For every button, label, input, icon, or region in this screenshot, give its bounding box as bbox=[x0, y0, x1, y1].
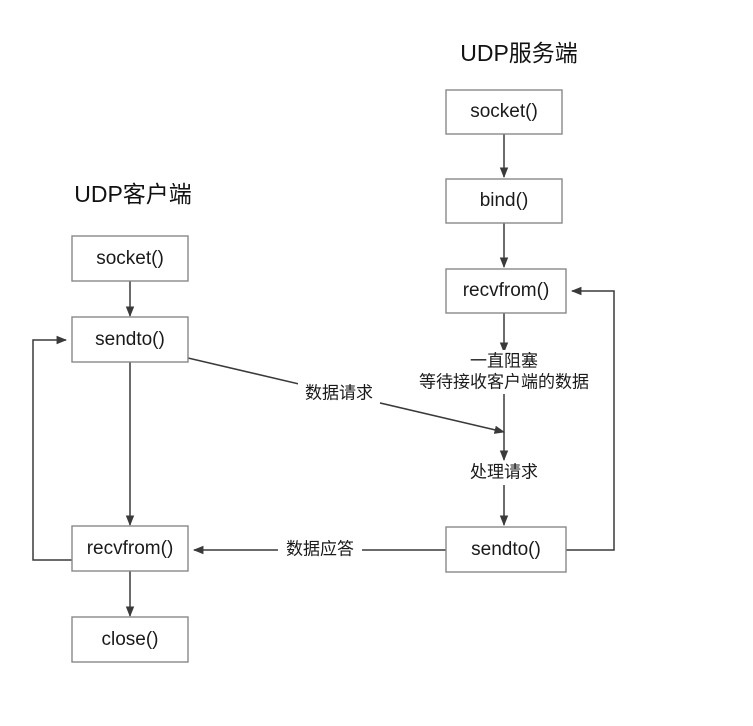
server-node-socket[interactable]: socket() bbox=[445, 89, 563, 135]
server-bind-label: bind() bbox=[480, 190, 529, 211]
edge-server-sendto-loop-to-recvfrom bbox=[566, 286, 615, 551]
data-response-label: 数据应答 bbox=[286, 539, 354, 558]
client-node-recvfrom[interactable]: recvfrom() bbox=[71, 525, 189, 572]
server-recvfrom-label: recvfrom() bbox=[463, 280, 550, 301]
blocking-note-line-2: 等待接收客户端的数据 bbox=[419, 372, 589, 391]
blocking-note-line-1: 一直阻塞 bbox=[470, 351, 538, 370]
process-note-backdrop bbox=[456, 461, 552, 485]
server-node-sendto[interactable]: sendto() bbox=[445, 526, 567, 573]
client-node-socket[interactable]: socket() bbox=[71, 235, 189, 282]
data-response-label-backdrop bbox=[278, 538, 362, 562]
client-socket-label: socket() bbox=[96, 248, 164, 269]
server-socket-box[interactable] bbox=[445, 89, 563, 135]
server-column-title: UDP服务端 bbox=[460, 40, 578, 66]
server-sendto-label: sendto() bbox=[471, 539, 541, 560]
data-request-label: 数据请求 bbox=[305, 383, 373, 402]
client-close-label: close() bbox=[101, 629, 158, 650]
blocking-note-backdrop bbox=[404, 350, 604, 394]
client-socket-box[interactable] bbox=[71, 235, 189, 282]
data-request-label-backdrop bbox=[298, 381, 380, 405]
server-socket-label: socket() bbox=[470, 101, 538, 122]
client-sendto-label: sendto() bbox=[95, 329, 165, 350]
client-sendto-box[interactable] bbox=[71, 316, 189, 363]
server-sendto-box[interactable] bbox=[445, 526, 567, 573]
process-request-note: 处理请求 bbox=[470, 462, 538, 481]
client-column-title: UDP客户端 bbox=[74, 181, 192, 207]
client-node-close[interactable]: close() bbox=[71, 616, 189, 663]
client-node-sendto[interactable]: sendto() bbox=[71, 316, 189, 363]
server-recvfrom-box[interactable] bbox=[445, 268, 567, 314]
edge-client-recvfrom-loop-to-sendto bbox=[32, 335, 72, 561]
server-node-bind[interactable]: bind() bbox=[445, 178, 563, 224]
server-node-recvfrom[interactable]: recvfrom() bbox=[445, 268, 567, 314]
client-recvfrom-label: recvfrom() bbox=[87, 538, 174, 559]
server-bind-box[interactable] bbox=[445, 178, 563, 224]
client-recvfrom-box[interactable] bbox=[71, 525, 189, 572]
client-close-box[interactable] bbox=[71, 616, 189, 663]
